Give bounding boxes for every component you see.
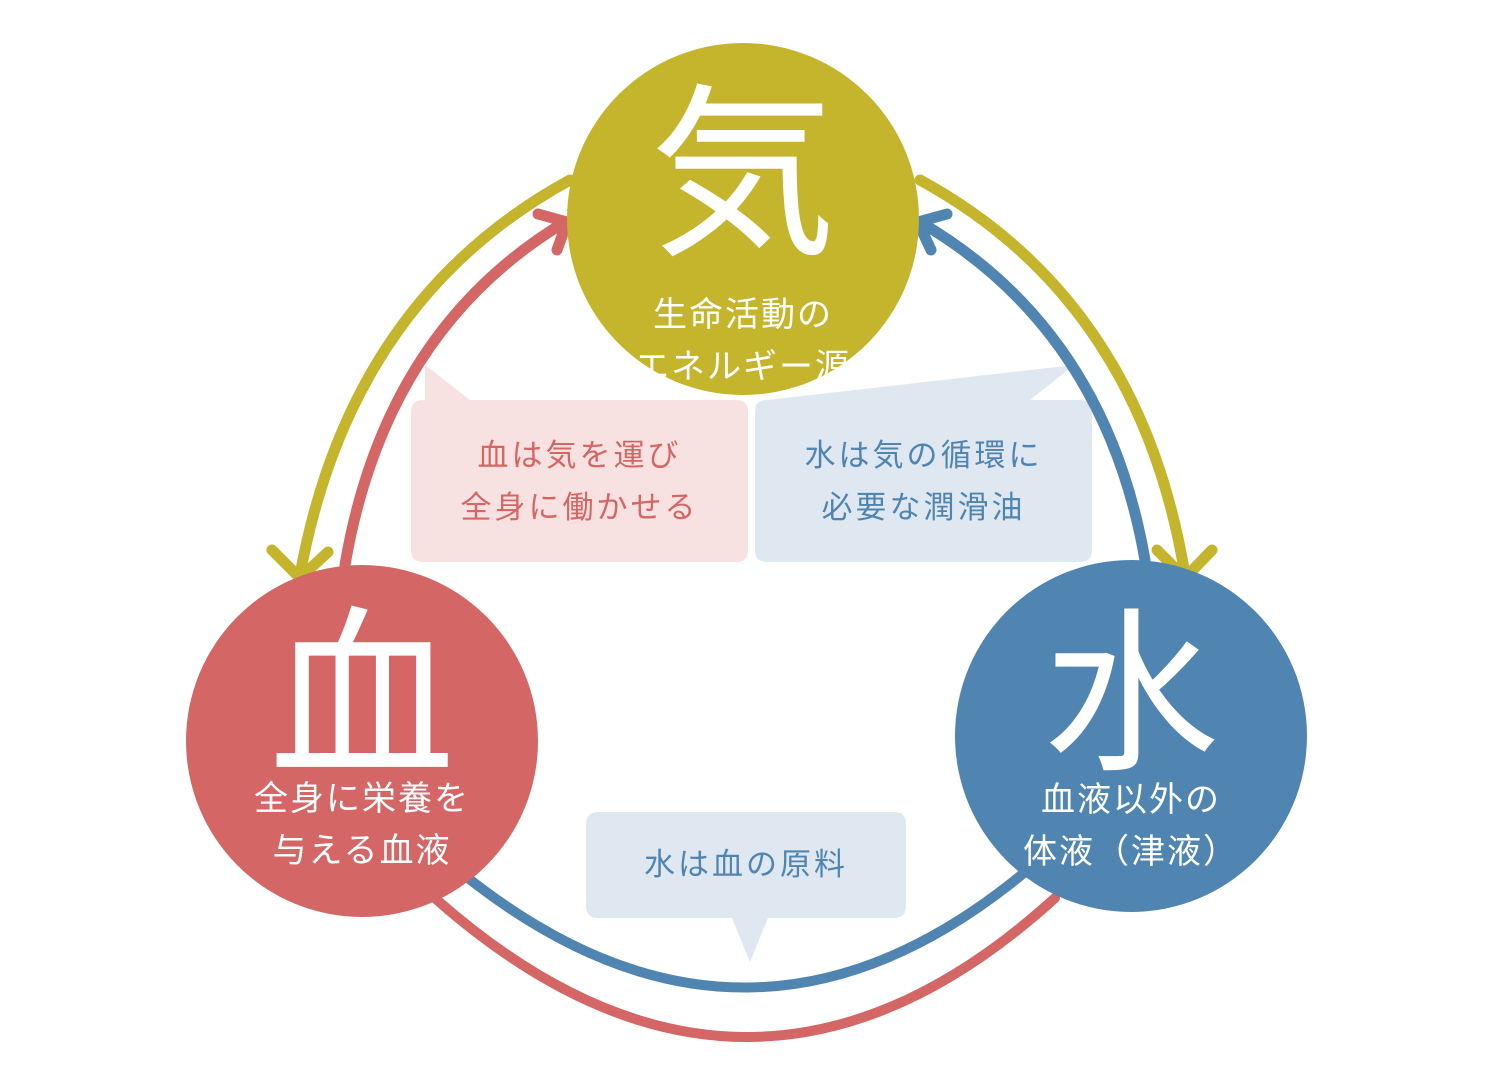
node-ki: 気 生命活動の エネルギー源: [567, 43, 919, 395]
node-sui-kanji: 水: [1042, 593, 1219, 798]
arrow-ketsu-to-ki: [339, 216, 571, 571]
node-sui-description: 血液以外の 体液（津液）: [955, 774, 1307, 878]
bubble-sui-ketsu-line-1: 水は血の原料: [644, 847, 848, 883]
node-ki-line-2: エネルギー源: [635, 347, 851, 387]
bubble-sui-ketsu: 水は血の原料: [586, 812, 906, 918]
bubble-sui-ki-line-2: 必要な潤滑油: [821, 490, 1026, 526]
bubble-shape-sui-ketsu: [586, 812, 906, 962]
connector-sui-to-ketsu: [463, 867, 1030, 993]
node-ketsu: 血 全身に栄養を 与える血液: [186, 565, 538, 917]
bubble-sui-ki: 水は気の循環に 必要な潤滑油: [755, 400, 1092, 562]
arrow-ki-to-sui: [914, 174, 1191, 581]
node-ketsu-description: 全身に栄養を 与える血液: [186, 773, 538, 877]
node-sui: 水 血液以外の 体液（津液）: [955, 560, 1307, 912]
arrow-ki-to-ketsu: [294, 174, 576, 581]
arrow-sui-to-ki: [914, 216, 1151, 566]
node-ketsu-line-1: 全身に栄養を: [254, 779, 470, 819]
node-ki-line-1: 生命活動の: [653, 295, 833, 335]
bubble-sui-ki-text: 水は気の循環に 必要な潤滑油: [755, 430, 1092, 534]
bubble-sui-ki-line-1: 水は気の循環に: [804, 438, 1043, 474]
bubble-shape-sui-ki: [755, 365, 1092, 562]
bubble-ketsu-ki-line-1: 血は気を運び: [477, 438, 682, 474]
connector-ketsu-to-sui: [432, 893, 1060, 1042]
node-ki-description: 生命活動の エネルギー源: [567, 289, 919, 393]
bubble-ketsu-ki: 血は気を運び 全身に働かせる: [411, 400, 748, 562]
node-ki-kanji: 気: [649, 67, 836, 284]
bubble-shape-ketsu-ki: [411, 365, 748, 562]
node-ketsu-line-2: 与える血液: [272, 831, 452, 871]
node-sui-line-2: 体液（津液）: [1023, 832, 1239, 872]
bubble-sui-ketsu-text: 水は血の原料: [586, 839, 906, 891]
bubble-ketsu-ki-line-2: 全身に働かせる: [460, 490, 699, 526]
node-sui-line-1: 血液以外の: [1041, 780, 1221, 820]
node-ketsu-kanji: 血: [268, 589, 455, 806]
bubble-ketsu-ki-text: 血は気を運び 全身に働かせる: [411, 430, 748, 534]
